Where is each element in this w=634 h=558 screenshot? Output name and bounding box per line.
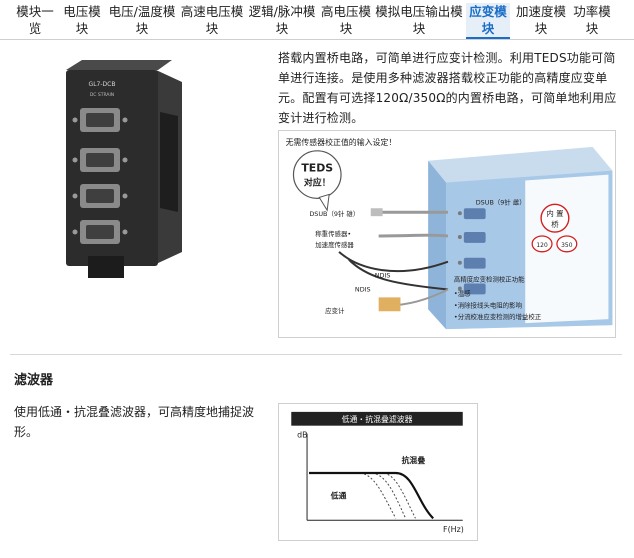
resistor-option-120: 120 xyxy=(531,235,553,253)
tab-label-line2: 览 xyxy=(28,21,42,36)
tab-module-list[interactable]: 模块一 览 xyxy=(14,3,56,39)
tab-label-line2: 块 xyxy=(205,21,219,36)
teds-badge-line1: TEDS xyxy=(301,162,333,175)
dsub-connector xyxy=(72,184,128,208)
feature-item: •消除接线头电阻的影响 xyxy=(454,300,522,309)
tab-strain[interactable]: 应变模 块 xyxy=(466,3,510,39)
product-type-label: DC STRAIN xyxy=(90,92,114,98)
tab-label-line2: 块 xyxy=(585,21,599,36)
y-axis-label: dB xyxy=(297,431,307,440)
feature-item: •分流校准应变检测的增益校正 xyxy=(454,312,542,321)
feature-item: •温感 xyxy=(454,288,471,297)
anti-alias-curve xyxy=(309,471,434,520)
filter-response-diagram: 低通・抗混叠滤波器 dB F(Hz) 抗混叠 低通 xyxy=(278,403,478,541)
tab-label-line2: 块 xyxy=(412,21,426,36)
tab-high-speed-voltage[interactable]: 高速电压模 块 xyxy=(180,3,244,39)
tab-power[interactable]: 功率模 块 xyxy=(570,3,614,39)
module-dsub-port xyxy=(457,283,486,295)
tab-logic-pulse[interactable]: 逻辑/脉冲模 块 xyxy=(246,3,318,39)
tab-label-line1: 高速电压模 xyxy=(180,4,244,19)
strain-module-photo: GL7-DCB DC STRAIN xyxy=(66,60,182,278)
module-tab-bar: 模块一 览 电压模 块 电压/温度模 块 高速电压模 块 逻辑/脉冲模 块 高电… xyxy=(0,0,634,40)
tab-label-line2: 块 xyxy=(275,21,289,36)
tab-label-line1: 电压/温度模 xyxy=(108,4,176,19)
teds-badge: TEDS 对应！ xyxy=(292,150,342,212)
anti-alias-label: 抗混叠 xyxy=(402,455,426,465)
tab-label-line1: 应变模 xyxy=(469,4,507,19)
tab-label-line2: 块 xyxy=(534,21,548,36)
tab-label-line1: 高电压模 xyxy=(320,4,371,19)
dsub-male-label: DSUB（9针 雄） xyxy=(309,209,359,218)
strain-gauge-label: 应变计 xyxy=(325,306,345,315)
section-divider xyxy=(10,354,622,355)
tab-label-line1: 模块一 xyxy=(16,4,54,19)
strain-module-description: 搭载内置桥电路，可简单进行应变计检测。利用TEDS功能可简单进行连接。是使用多种… xyxy=(278,51,617,125)
ndis-label-2: NDIS xyxy=(355,285,371,293)
dsub-connector xyxy=(72,108,128,132)
tab-voltage[interactable]: 电压模 块 xyxy=(60,3,104,39)
tab-label-line1: 模拟电压输出模 xyxy=(375,4,463,19)
resistor-option-350: 350 xyxy=(556,235,578,253)
sensor-label-line2: 加速度传感器 xyxy=(315,240,354,249)
dsub-connector xyxy=(72,220,128,244)
teds-connection-diagram: 无需传感器校正值的输入设定！ TEDS 对应！ DSUB（9针 雌） 内 置 桥… xyxy=(278,130,616,338)
tab-label-line2: 块 xyxy=(481,21,495,36)
lowpass-label: 低通 xyxy=(330,491,347,501)
tab-analog-voltage-output[interactable]: 模拟电压输出模 块 xyxy=(374,3,464,39)
tab-label-line2: 块 xyxy=(75,21,89,36)
module-dsub-port xyxy=(457,232,486,243)
bridge-label-line1: 内 置 xyxy=(546,208,563,218)
tab-label-line1: 加速度模 xyxy=(515,4,566,19)
teds-badge-line2: 对应！ xyxy=(304,176,331,188)
dsub-female-label: DSUB（9针 雌） xyxy=(476,197,526,206)
diagram-heading: 无需传感器校正值的输入设定！ xyxy=(286,137,397,147)
features-title: 高精度应变检测校正功能 xyxy=(454,275,525,284)
built-in-bridge-callout: 内 置 桥 xyxy=(540,203,570,233)
filter-section-title: 滤波器 xyxy=(14,373,54,388)
tab-high-voltage[interactable]: 高电压模 块 xyxy=(320,3,372,39)
filter-description: 使用低通・抗混叠滤波器，可高精度地捕捉波形。 xyxy=(14,405,255,439)
tab-label-line1: 电压模 xyxy=(63,4,101,19)
svg-text:350: 350 xyxy=(561,242,573,249)
svg-text:120: 120 xyxy=(536,242,548,249)
ndis-label-1: NDIS xyxy=(375,272,391,280)
tab-acceleration[interactable]: 加速度模 块 xyxy=(514,3,568,39)
tab-label-line1: 功率模 xyxy=(573,4,611,19)
tab-label-line2: 块 xyxy=(135,21,149,36)
product-model-label: GL7-DCB xyxy=(89,81,116,88)
tab-voltage-temperature[interactable]: 电压/温度模 块 xyxy=(106,3,178,39)
module-dsub-port xyxy=(457,257,486,269)
bridge-label-line2: 桥 xyxy=(551,219,559,229)
tab-label-line2: 块 xyxy=(339,21,353,36)
x-axis-label: F(Hz) xyxy=(443,525,464,534)
lowpass-curve xyxy=(309,472,416,519)
tab-label-line1: 逻辑/脉冲模 xyxy=(248,4,316,19)
sensor-label-line1: 称重传感器• xyxy=(315,229,351,238)
dsub-connector xyxy=(72,148,128,172)
module-dsub-port xyxy=(457,208,486,220)
filter-chart-title: 低通・抗混叠滤波器 xyxy=(342,414,413,424)
